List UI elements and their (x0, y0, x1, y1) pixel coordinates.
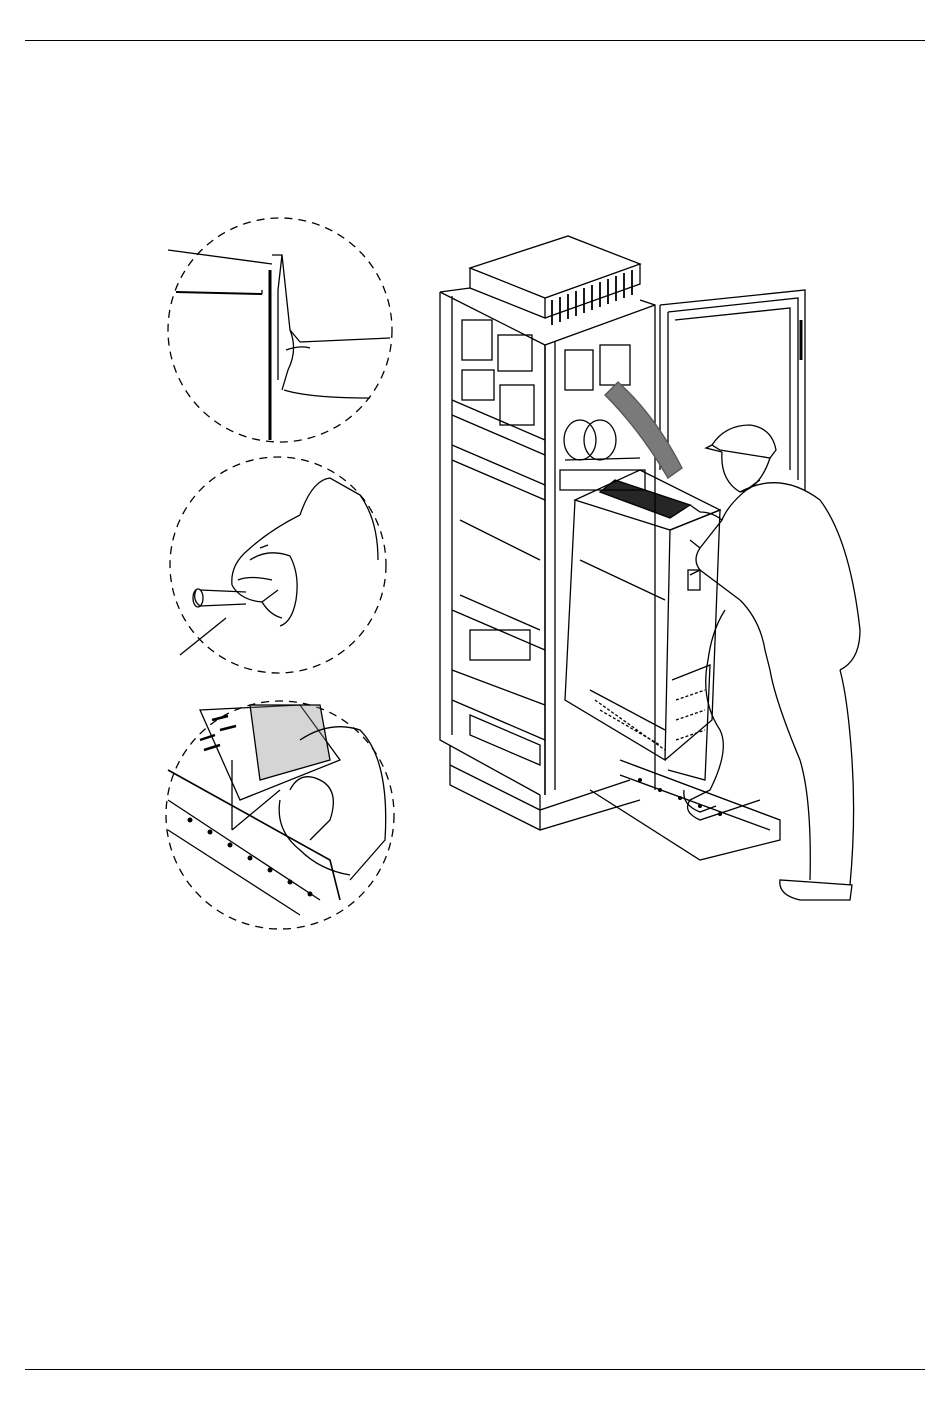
door-edge-detail (168, 218, 392, 442)
handle-detail (170, 457, 386, 673)
rail-detail (166, 701, 394, 929)
power-module (565, 470, 720, 780)
cabinet (440, 236, 805, 830)
insert-arrow-icon (605, 382, 682, 478)
technician (684, 425, 860, 900)
footer-rule (25, 1369, 925, 1370)
